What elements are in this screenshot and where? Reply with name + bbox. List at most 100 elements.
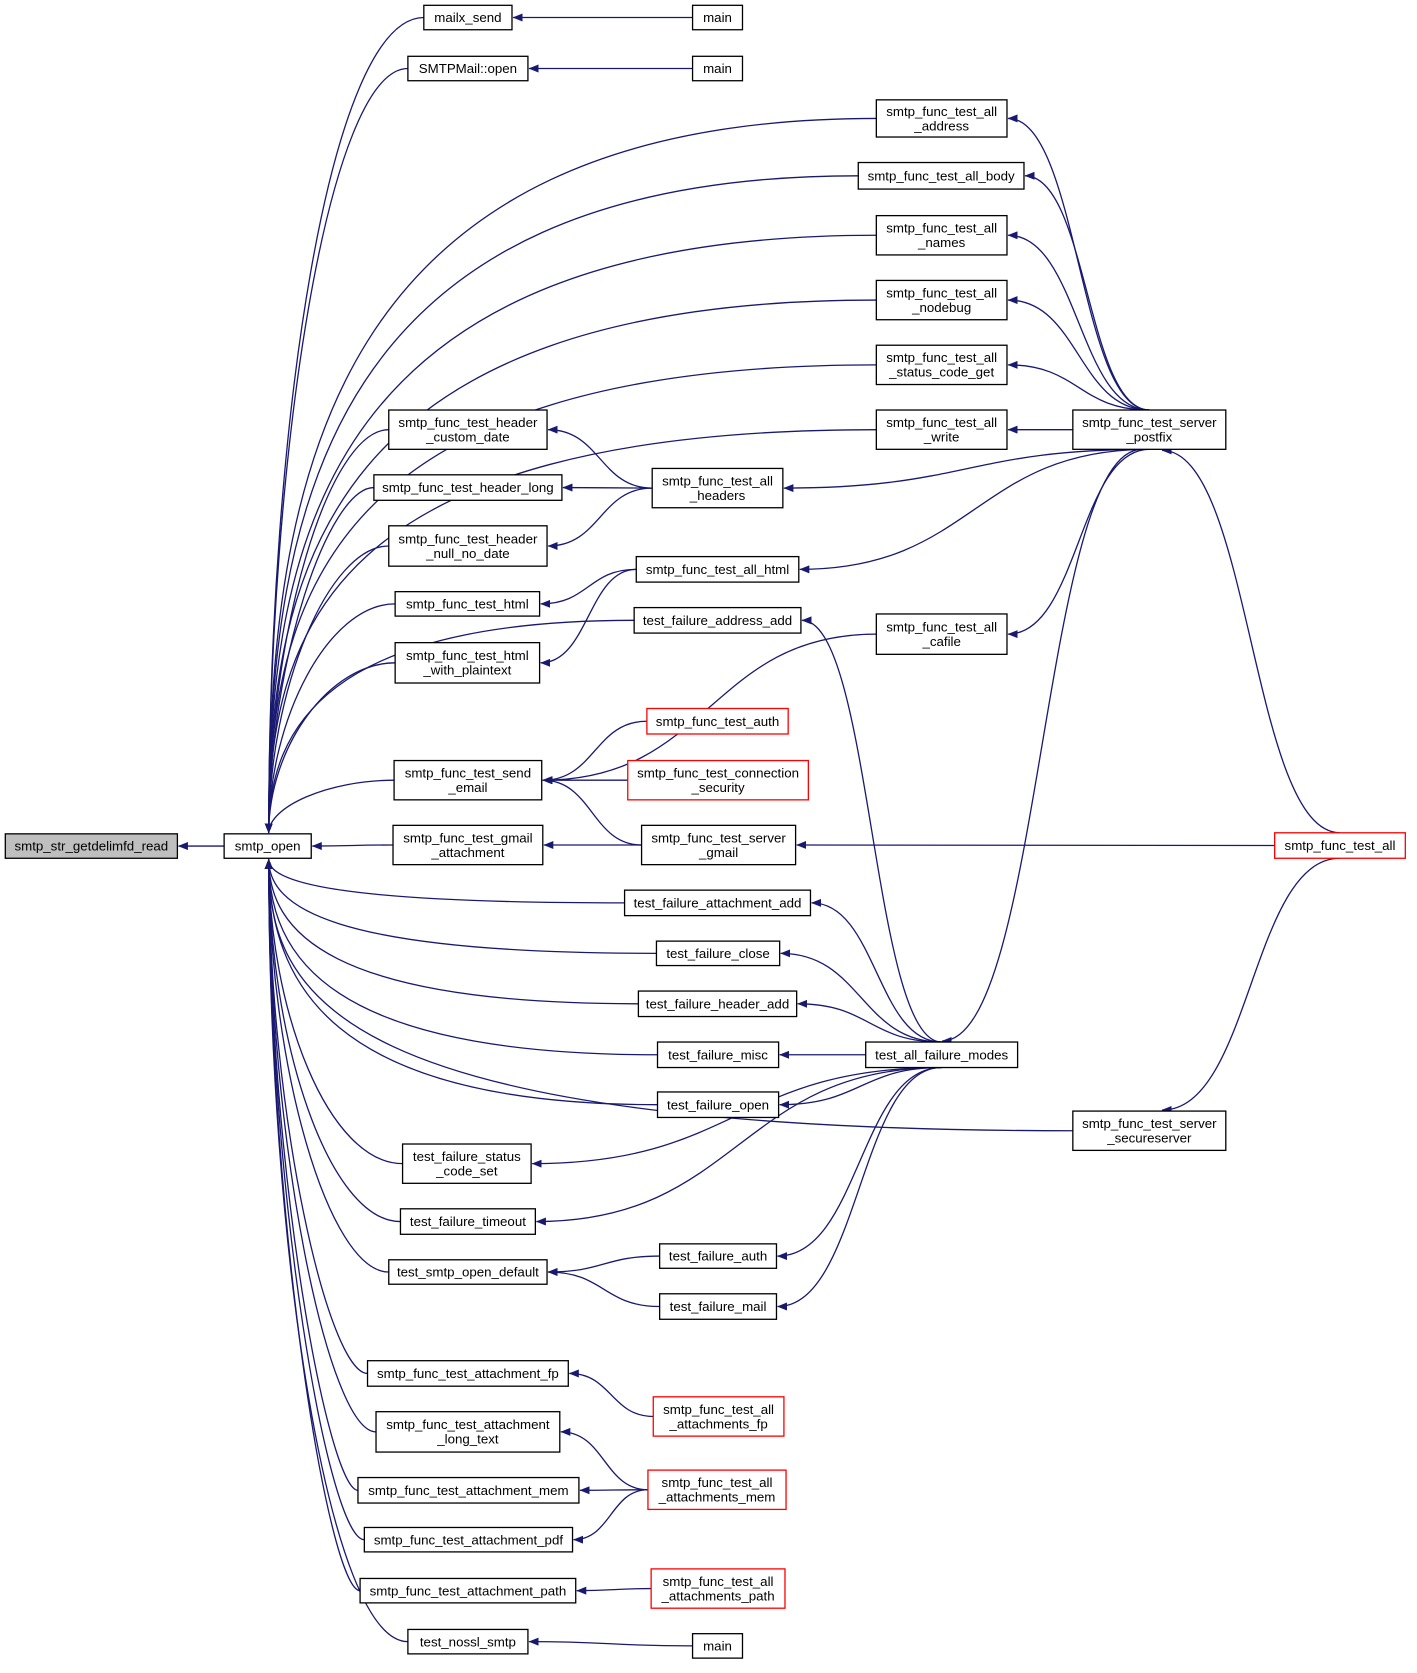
node-label-line: smtp_str_getdelimfd_read [14,839,168,854]
node-fail-status[interactable]: test_failure_status_code_set [401,1143,532,1184]
edge-path [264,858,361,1592]
node-att-path[interactable]: smtp_func_test_attachment_path [359,1577,577,1604]
node-all-att-fp[interactable]: smtp_func_test_all_attachments_fp [652,1396,785,1437]
node-box [359,1577,577,1604]
node-root[interactable]: smtp_str_getdelimfd_read [4,833,179,859]
node-box [875,279,1008,321]
node-label-line: smtp_func_test_all [886,415,997,430]
node-all-att-path[interactable]: smtp_func_test_all_attachments_path [650,1568,786,1609]
edge-fail_header-to-open [264,858,639,1005]
node-fail-addr[interactable]: test_failure_address_add [633,606,802,634]
node-label-line: smtp_func_test_connection [637,766,799,781]
edge-path [264,858,625,904]
edge-path [264,429,389,834]
node-gmail-att[interactable]: smtp_func_test_gmail_attachment [392,824,544,866]
edge-header_custom-to-open [264,429,389,834]
node-fail-close[interactable]: test_failure_close [655,940,781,967]
node-box [691,55,744,82]
edge-path [264,545,389,834]
node-all-cafile[interactable]: smtp_func_test_all_cafile [875,613,1008,655]
edge-all_att_fp-to-att_fp [568,1369,654,1418]
edge-server_postfix-to-all_nodebug [1007,296,1150,411]
edge-server_gmail-to-send_email [542,776,642,846]
node-box [394,591,541,617]
node-label-line: smtp_func_test_gmail [403,830,532,845]
node-label-line: SMTPMail::open [419,61,517,76]
node-fail-misc[interactable]: test_failure_misc [656,1041,780,1069]
edge-send_email-to-open [264,779,395,834]
edge-all_headers-to-header_null [547,487,653,550]
node-auth[interactable]: smtp_func_test_auth [646,707,789,735]
edge-path [811,898,942,1043]
edge-fail_addr-to-open [264,619,635,834]
node-nossl[interactable]: test_nossl_smtp [407,1628,529,1655]
edge-main4-to-nossl [528,1637,693,1647]
node-all-write[interactable]: smtp_func_test_all_write [875,409,1008,450]
node-label-line: test_failure_auth [669,1249,767,1264]
node-header-long[interactable]: smtp_func_test_header_long [373,474,563,501]
node-header-custom[interactable]: smtp_func_test_header_custom_date [388,409,548,450]
node-all-names[interactable]: smtp_func_test_all_names [875,214,1008,256]
node-fail-timeout[interactable]: test_failure_timeout [399,1208,537,1235]
node-conn-sec[interactable]: smtp_func_test_connection_security [627,759,809,801]
node-header-null[interactable]: smtp_func_test_header_null_no_date [388,525,548,567]
node-server-postfix[interactable]: smtp_func_test_server_postfix [1072,409,1227,450]
node-open[interactable]: smtp_open [223,833,312,859]
node-fail-header[interactable]: test_failure_header_add [637,990,798,1018]
edge-path [264,779,395,834]
node-all-address[interactable]: smtp_func_test_all_address [875,99,1008,138]
node-main1[interactable]: main [691,4,744,31]
node-att-pdf[interactable]: smtp_func_test_attachment_pdf [363,1526,574,1553]
node-label-line: _with_plaintext [422,663,511,678]
node-server-secure[interactable]: smtp_func_test_server_secureserver [1072,1110,1227,1152]
node-fail-mail[interactable]: test_failure_mail [658,1293,778,1320]
node-main4[interactable]: main [691,1633,744,1659]
node-main2[interactable]: main [691,55,744,82]
node-att-fp[interactable]: smtp_func_test_attachment_fp [366,1360,569,1387]
edge-path [264,117,877,834]
edge-path [547,425,653,489]
node-label-line: _attachments_mem [658,1490,776,1505]
node-label-line: test_failure_status [413,1149,521,1164]
edge-test_all-to-server_postfix [1161,446,1340,834]
node-all-nodebug[interactable]: smtp_func_test_all_nodebug [875,279,1008,321]
node-fail-open[interactable]: test_failure_open [656,1091,780,1119]
node-open-default[interactable]: test_smtp_open_default [388,1259,548,1285]
node-smtpmail[interactable]: SMTPMail::open [407,55,529,82]
node-test-all[interactable]: smtp_func_test_all [1274,832,1406,859]
edge-html-to-open [264,603,396,834]
nodes-layer: smtp_str_getdelimfd_read smtp_open mailx_s… [4,4,1406,1659]
node-box [658,1293,778,1320]
node-server-gmail[interactable]: smtp_func_test_server_gmail [640,824,797,866]
edge-all_failure-to-fail_timeout [535,1066,942,1226]
node-label-line: _cafile [921,634,960,649]
node-mailx[interactable]: mailx_send [423,4,513,31]
node-send-email[interactable]: smtp_func_test_send_email [393,759,543,801]
node-label-line: smtp_func_test_all_html [646,562,789,577]
node-all-failure[interactable]: test_all_failure_modes [865,1041,1019,1069]
edge-path [542,776,642,846]
edge-path [264,67,408,834]
node-all-headers[interactable]: smtp_func_test_all_headers [651,467,784,509]
edge-path [796,840,1275,849]
node-html[interactable]: smtp_func_test_html [394,591,541,617]
node-all-att-mem[interactable]: smtp_func_test_all_attachments_mem [647,1469,787,1511]
node-att-long[interactable]: smtp_func_test_attachment_long_text [375,1411,561,1453]
edge-fail_status-to-open [264,858,403,1165]
node-box [357,1476,580,1504]
edge-all_att_mem-to-att_mem [579,1486,648,1495]
edge-header_long-to-open [264,486,374,834]
edge-path [264,858,368,1375]
node-all-body[interactable]: smtp_func_test_all_body [857,161,1025,190]
node-label-line: smtp_func_test_send [405,766,531,781]
node-fail-attach[interactable]: test_failure_attachment_add [623,889,812,917]
node-att-mem[interactable]: smtp_func_test_attachment_mem [357,1476,580,1504]
edge-path [547,1255,660,1277]
edge-path [535,1066,942,1226]
node-label-line: _attachment [430,845,504,860]
node-fail-auth[interactable]: test_failure_auth [658,1243,778,1269]
node-label-line: _headers [689,488,746,503]
node-all-html[interactable]: smtp_func_test_all_html [635,555,800,583]
node-html-plain[interactable]: smtp_func_test_html_with_plaintext [394,641,541,684]
node-all-status[interactable]: smtp_func_test_all_status_code_get [875,344,1008,386]
